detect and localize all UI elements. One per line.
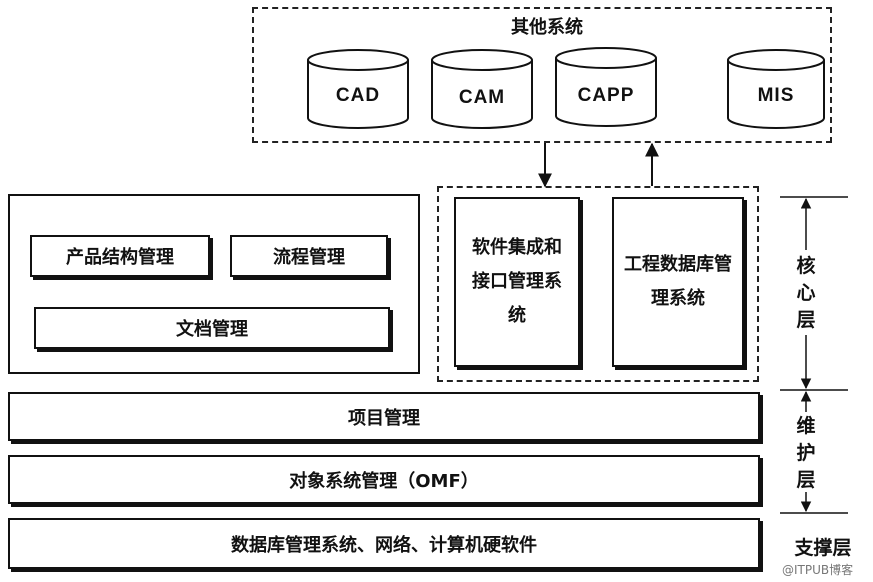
cylinder-cad-label: CAD [335,85,381,106]
cylinder-mis-shape [727,49,825,129]
layer-label-maintenance: 维护层 [796,415,816,491]
watermark-text: @ITPUB博客 [782,563,854,577]
document-box: 文档管理 [34,307,390,349]
integration-box: 软件集成和接口管理系统 [454,197,580,367]
cylinder-cad-shape [307,49,409,129]
product-structure-box: 产品结构管理 [30,235,210,277]
other-systems-panel [252,7,832,143]
object-management-bar: 对象系统管理（OMF） [8,455,760,504]
cylinder-cam-shape [431,49,533,129]
other-systems-title: 其他系统 [511,17,583,38]
layer-label-support: 支撑层 [794,536,852,559]
cylinder-cam-label: CAM [458,87,506,108]
project-management-bar: 项目管理 [8,392,760,441]
cylinder-capp-label: CAPP [577,85,635,106]
workflow-box: 流程管理 [230,235,388,277]
cylinder-mis-label: MIS [757,85,795,106]
engineering-db-box: 工程数据库管理系统 [612,197,744,367]
cylinder-capp-shape [555,47,657,127]
support-base-bar: 数据库管理系统、网络、计算机硬软件 [8,518,760,569]
core-right-panel [437,186,759,382]
layer-label-core: 核心层 [796,255,816,331]
